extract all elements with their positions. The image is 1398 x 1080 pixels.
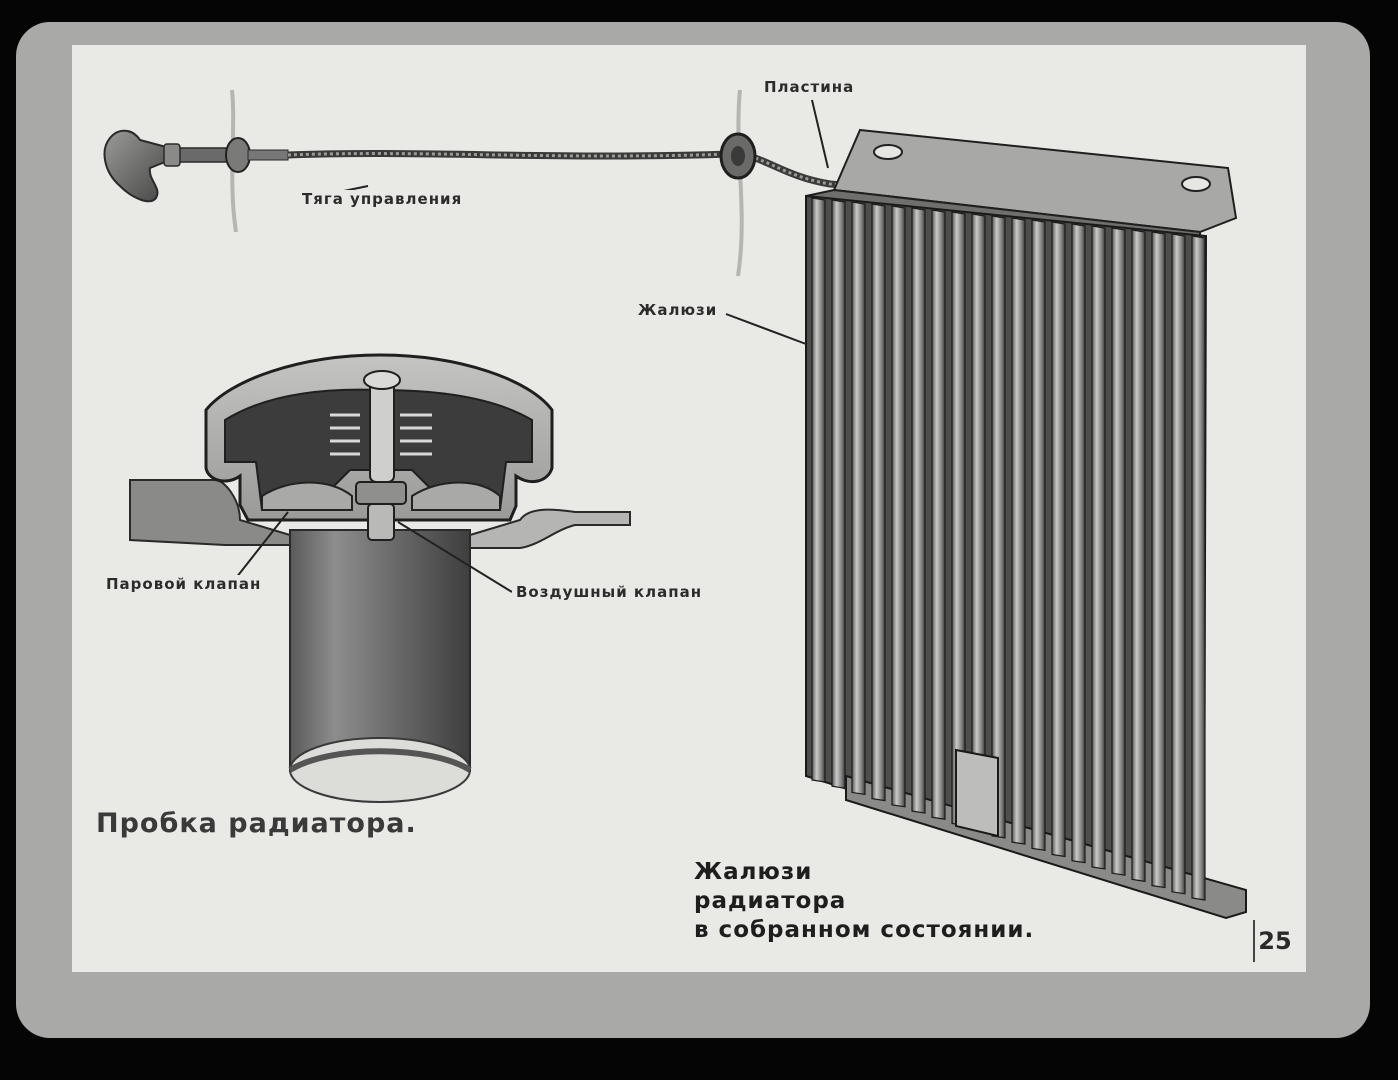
radiator-fin bbox=[1171, 233, 1186, 895]
radiator-cap-title: Пробка радиатора. bbox=[96, 808, 417, 839]
label-air-valve: Воздушный клапан bbox=[512, 583, 707, 601]
shutters-title-line-1: Жалюзи bbox=[694, 859, 813, 885]
radiator-fin bbox=[1191, 235, 1206, 901]
shutters-title: Жалюзи радиатора в собранном состоянии. bbox=[694, 858, 1034, 945]
radiator-cap-illustration bbox=[129, 353, 631, 803]
radiator-fin bbox=[811, 197, 826, 783]
radiator-fin bbox=[1151, 231, 1166, 889]
radiator-shutters-illustration bbox=[299, 99, 1247, 920]
radiator-fin bbox=[1131, 229, 1146, 883]
radiator-fin bbox=[1071, 223, 1086, 864]
radiator-fin bbox=[1051, 221, 1066, 858]
radiator-fin bbox=[991, 215, 1006, 839]
radiator-fin bbox=[1111, 227, 1126, 876]
radiator-fin bbox=[831, 199, 846, 789]
radiator-fin bbox=[1091, 225, 1106, 870]
label-louvres: Жалюзи bbox=[634, 301, 722, 319]
radiator-fin bbox=[871, 203, 886, 802]
radiator-fin bbox=[1031, 219, 1046, 852]
control-rod-illustration bbox=[103, 89, 881, 277]
radiator-fin bbox=[851, 201, 866, 796]
radiator-fin bbox=[951, 211, 966, 827]
radiator-fin bbox=[1011, 217, 1026, 845]
label-plate: Пластина bbox=[760, 78, 859, 96]
radiator-fin bbox=[931, 209, 946, 820]
radiator-fin bbox=[911, 207, 926, 814]
radiator-fin bbox=[971, 213, 986, 833]
page-number: 25 bbox=[1253, 920, 1295, 962]
label-control-rod: Тяга управления bbox=[298, 190, 467, 208]
label-steam-valve: Паровой клапан bbox=[102, 575, 266, 593]
radiator-fin bbox=[891, 205, 906, 808]
shutters-title-line-2: радиатора bbox=[694, 888, 847, 914]
shutters-title-line-3: в собранном состоянии. bbox=[694, 917, 1035, 943]
